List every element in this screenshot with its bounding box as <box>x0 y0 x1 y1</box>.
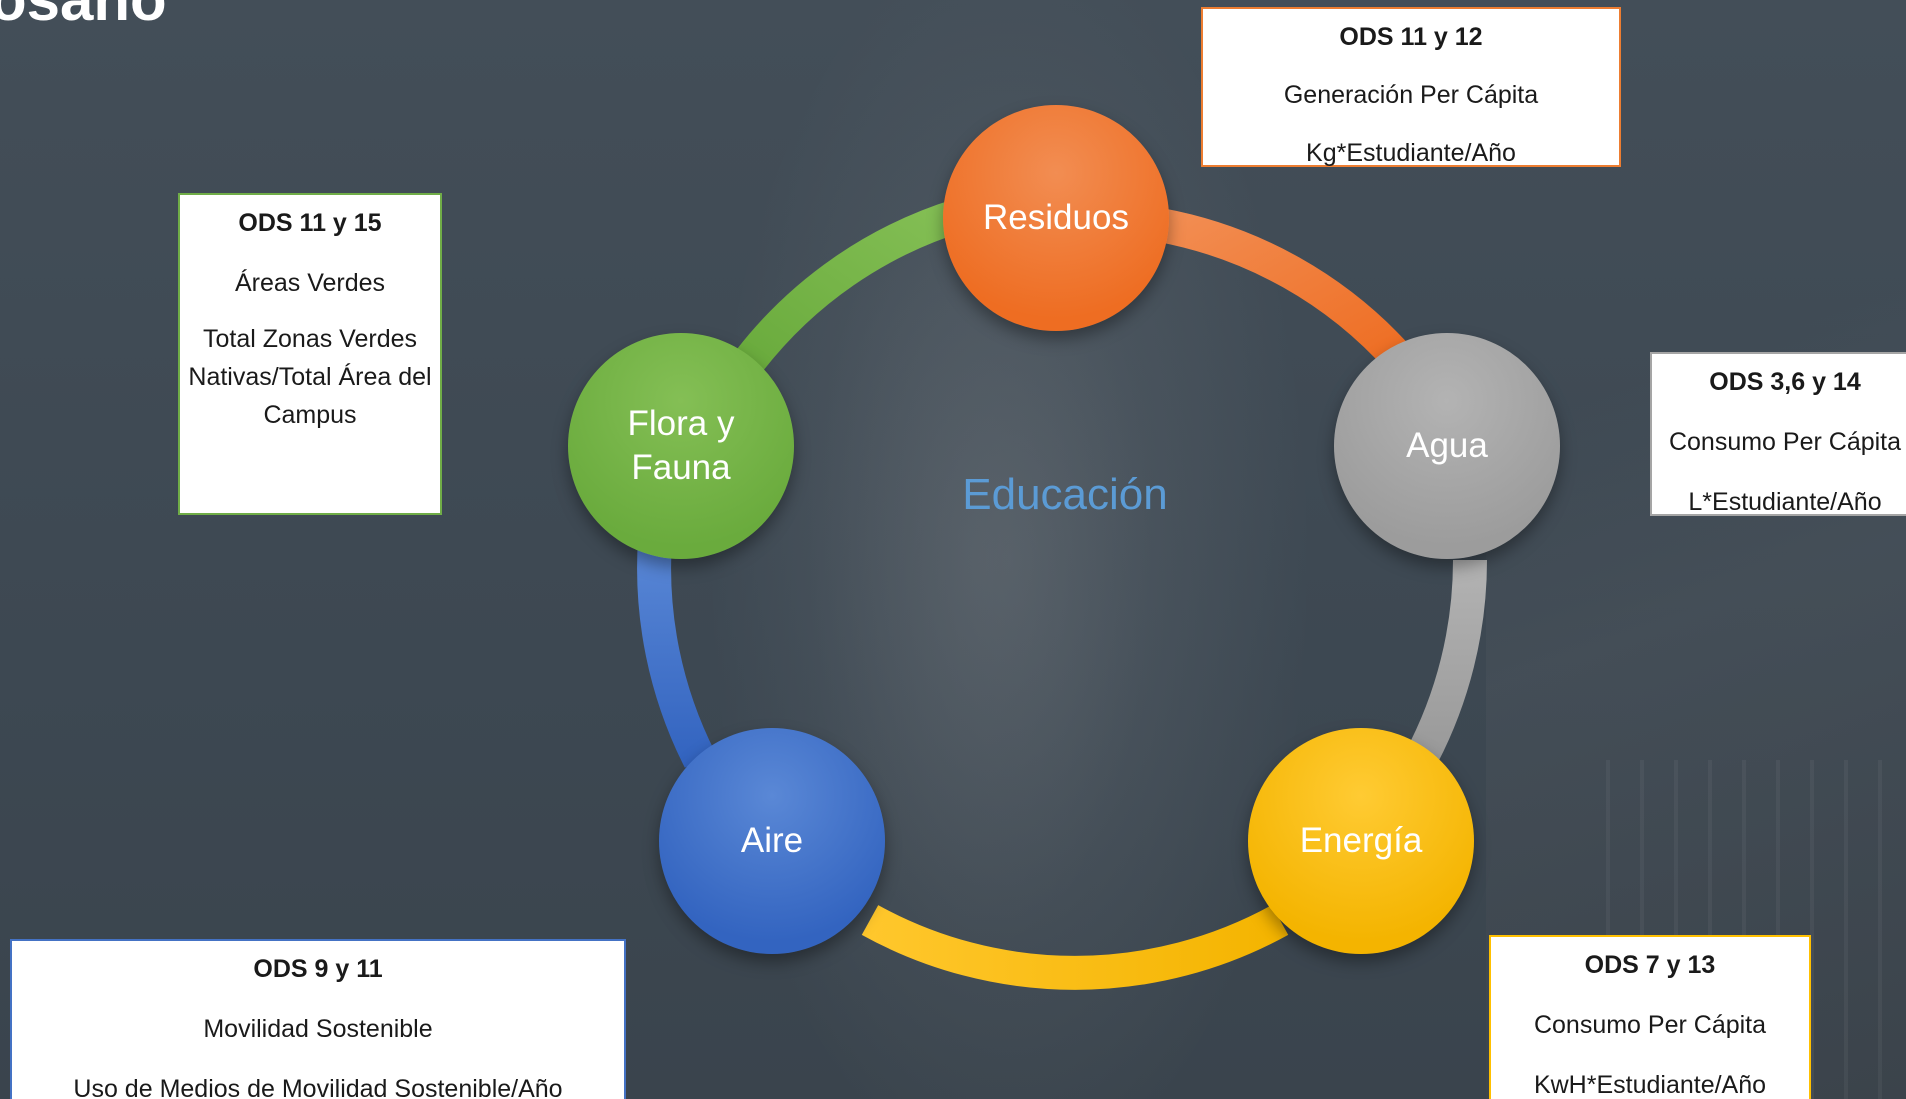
node-aire-label: Aire <box>740 821 804 861</box>
card-flora-indicator: Áreas Verdes <box>234 269 386 297</box>
card-energia-unit: KwH*Estudiante/Año <box>1533 1071 1767 1099</box>
center-label-educacion: Educación <box>962 470 1168 519</box>
node-agua-label: Agua <box>1406 426 1488 466</box>
card-energia-indicator: Consumo Per Cápita <box>1533 1011 1767 1039</box>
card-aire-unit: Uso de Medios de Movilidad Sostenible/Añ… <box>73 1075 563 1099</box>
node-aire: Aire <box>659 728 885 954</box>
card-residuos: ODS 11 y 12 Generación Per Cápita Kg*Est… <box>1201 7 1621 167</box>
arc-residuos-agua <box>1156 208 1413 372</box>
node-energia-label: Energía <box>1299 821 1423 861</box>
card-agua-indicator: Consumo Per Cápita <box>1668 428 1902 456</box>
card-energia: ODS 7 y 13 Consumo Per Cápita KwH*Estudi… <box>1489 935 1811 1099</box>
arc-flora-residuos <box>736 198 966 371</box>
card-energia-ods: ODS 7 y 13 <box>1584 951 1716 979</box>
card-flora-fauna: ODS 11 y 15 Áreas Verdes Total Zonas Ver… <box>178 193 442 515</box>
node-residuos-label: Residuos <box>983 198 1129 238</box>
card-aire-indicator: Movilidad Sostenible <box>203 1015 433 1043</box>
card-flora-unit: Total Zonas Verdes Nativas/Total Área de… <box>188 325 432 429</box>
node-residuos: Residuos <box>943 105 1169 331</box>
card-agua-unit: L*Estudiante/Año <box>1688 488 1882 516</box>
card-residuos-indicator: Generación Per Cápita <box>1283 81 1539 109</box>
page-title-fragment: osano <box>0 0 167 30</box>
card-aire-ods: ODS 9 y 11 <box>253 955 383 983</box>
card-residuos-ods: ODS 11 y 12 <box>1339 23 1483 51</box>
card-flora-ods: ODS 11 y 15 <box>238 209 382 237</box>
card-agua-ods: ODS 3,6 y 14 <box>1709 368 1861 396</box>
node-flora-fauna: Flora y Fauna <box>568 333 794 559</box>
card-agua: ODS 3,6 y 14 Consumo Per Cápita L*Estudi… <box>1650 352 1906 516</box>
arc-energia-aire <box>861 905 1289 990</box>
node-energia: Energía <box>1248 728 1474 954</box>
card-aire: ODS 9 y 11 Movilidad Sostenible Uso de M… <box>10 939 626 1099</box>
arc-agua-energia <box>1404 559 1488 769</box>
node-flora-fauna-label: Flora y Fauna <box>627 404 735 487</box>
building-silhouette <box>1486 0 1906 1099</box>
node-agua: Agua <box>1334 333 1560 559</box>
arc-aire-flora <box>637 538 716 768</box>
card-residuos-unit: Kg*Estudiante/Año <box>1306 139 1516 167</box>
